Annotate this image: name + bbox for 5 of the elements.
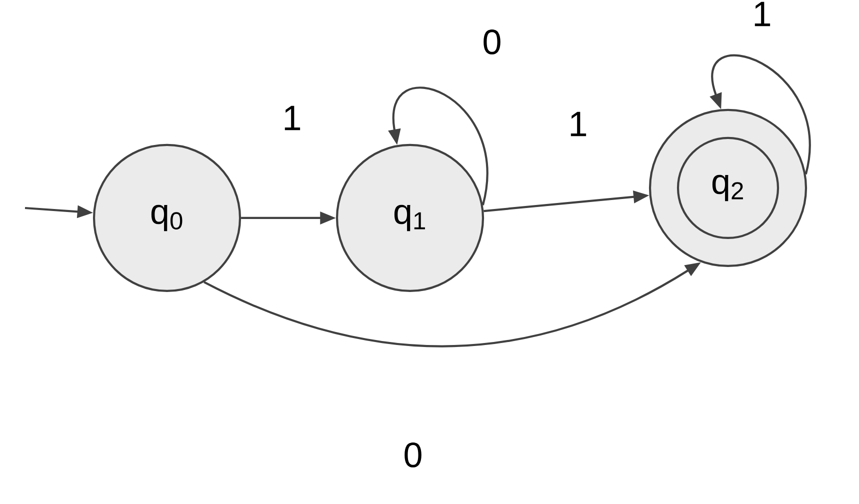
edge-label: 1 — [564, 108, 592, 140]
edge-label: 1 — [278, 102, 306, 134]
edge-label: 0 — [478, 26, 506, 58]
edge-label: 1 — [748, 0, 776, 30]
edge-label: 0 — [400, 439, 426, 471]
